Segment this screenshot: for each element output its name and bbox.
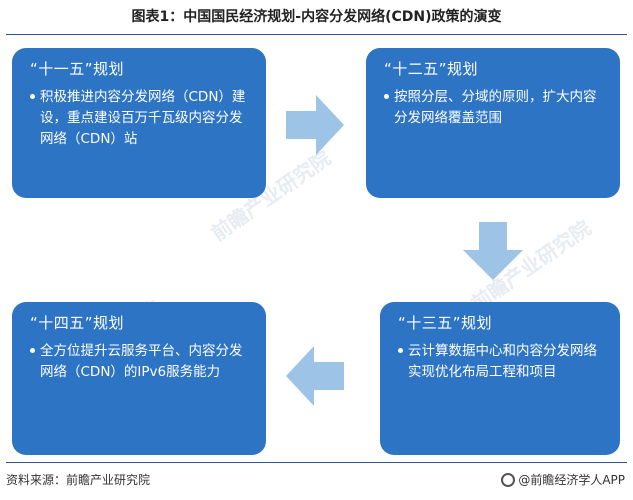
brand-text: @前瞻经济学人APP <box>518 473 625 487</box>
brand-logo-icon <box>501 472 516 487</box>
card-bullet: 云计算数据中心和内容分发网络实现优化布局工程和项目 <box>398 341 606 383</box>
source-note: 资料来源：前瞻产业研究院 <box>6 473 151 487</box>
card-bullet-list: 按照分层、分域的原则，扩大内容分发网络覆盖范围 <box>384 87 606 129</box>
plan-card-11th: “十一五”规划 积极推进内容分发网络（CDN）建设，重点建设百万千瓦级内容分发网… <box>12 48 266 198</box>
card-heading: “十四五”规划 <box>30 314 125 332</box>
bottom-rule <box>6 462 627 463</box>
arrow-down-icon <box>463 222 523 280</box>
plan-card-14th: “十四五”规划 全方位提升云服务平台、内容分发网络（CDN）的IPv6服务能力 <box>12 302 266 455</box>
card-bullet: 积极推进内容分发网络（CDN）建设，重点建设百万千瓦级内容分发网络（CDN）站 <box>30 87 252 150</box>
plan-card-12th: “十二五”规划 按照分层、分域的原则，扩大内容分发网络覆盖范围 <box>366 48 620 198</box>
card-heading: “十三五”规划 <box>398 314 493 332</box>
arrow-right-icon <box>286 95 344 155</box>
figure-title: 图表1：中国国民经济规划-内容分发网络(CDN)政策的演变 <box>131 9 502 25</box>
card-heading: “十二五”规划 <box>384 60 479 78</box>
brand-credit: @前瞻经济学人APP <box>501 471 625 488</box>
plan-card-13th: “十三五”规划 云计算数据中心和内容分发网络实现优化布局工程和项目 <box>380 302 620 455</box>
card-heading: “十一五”规划 <box>30 60 125 78</box>
card-bullet: 全方位提升云服务平台、内容分发网络（CDN）的IPv6服务能力 <box>30 341 252 383</box>
card-bullet-list: 云计算数据中心和内容分发网络实现优化布局工程和项目 <box>398 341 606 383</box>
arrow-left-icon <box>286 346 344 406</box>
card-bullet-list: 全方位提升云服务平台、内容分发网络（CDN）的IPv6服务能力 <box>30 341 252 383</box>
card-bullet: 按照分层、分域的原则，扩大内容分发网络覆盖范围 <box>384 87 606 129</box>
card-bullet-list: 积极推进内容分发网络（CDN）建设，重点建设百万千瓦级内容分发网络（CDN）站 <box>30 87 252 150</box>
top-rule <box>6 34 627 35</box>
